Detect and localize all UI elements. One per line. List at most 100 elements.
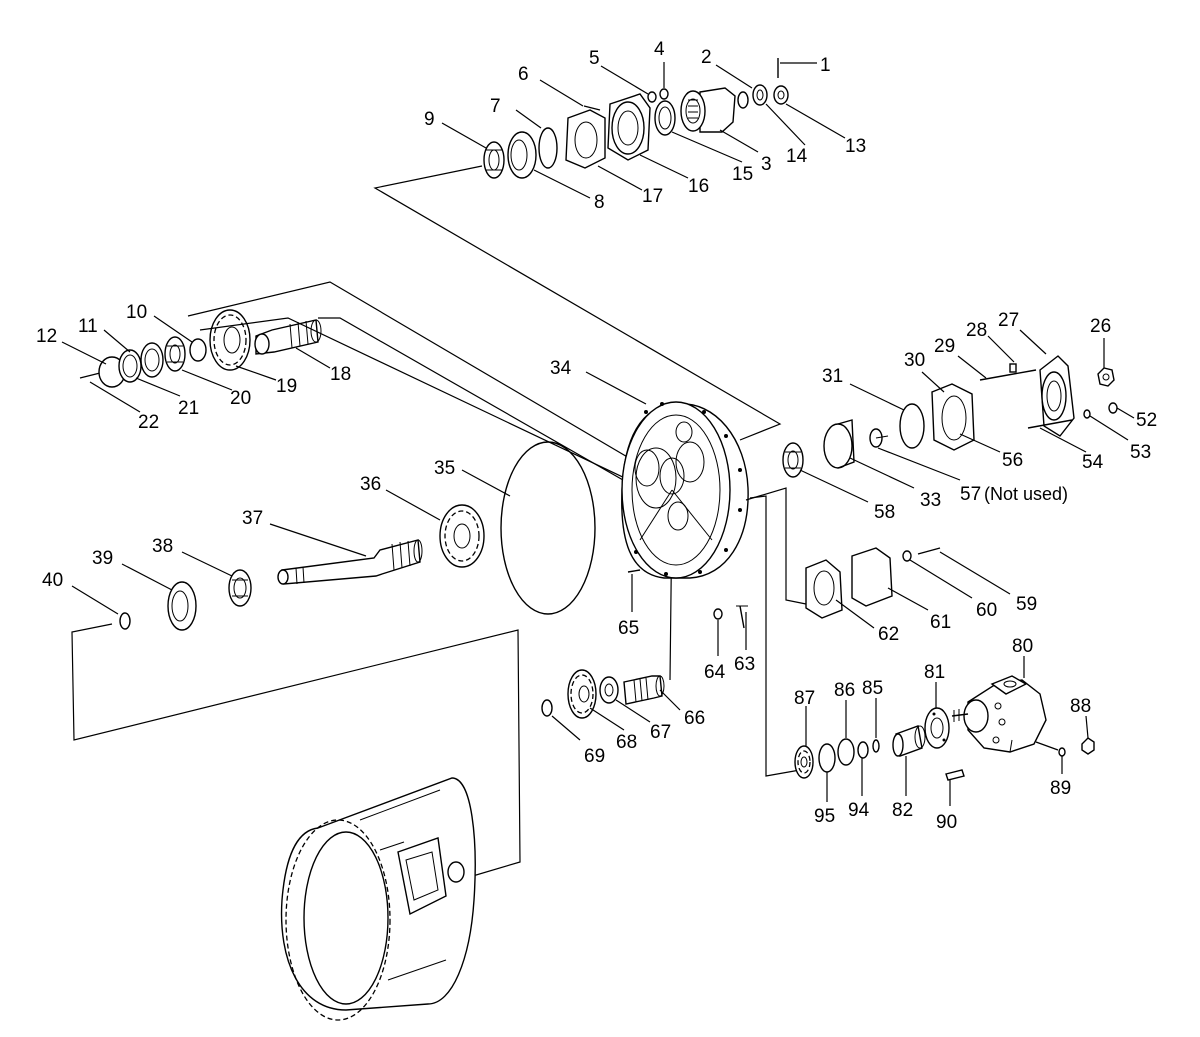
callout-19: 19 [276,376,297,397]
callout-53: 53 [1130,442,1151,463]
callout-65: 65 [618,618,639,639]
callout-14: 14 [786,146,808,167]
part-6-bolt [583,105,601,111]
callout-66: 66 [684,708,705,729]
callout-12: 12 [36,326,57,347]
part-39-cup [167,581,197,631]
part-40-snap-ring [119,612,131,630]
callout-40: 40 [42,570,63,591]
part-69-snap-ring [541,699,553,717]
callout-86: 86 [834,680,855,701]
callout-60: 60 [976,600,997,621]
callout-27: 27 [998,310,1019,331]
callout-31: 31 [822,366,843,387]
assembly-frame-line-right-low [749,495,801,777]
callout-59: 59 [1016,594,1037,615]
callout-30: 30 [904,350,925,371]
part-56-gasket [931,383,975,451]
part-64-washer [713,608,723,620]
part-20-cone [164,336,186,372]
callout-89: 89 [1050,778,1071,799]
part-33-cup [823,419,855,469]
part-88-nut [1081,737,1095,755]
part-82-coupling [892,725,926,757]
part-28-plug [1009,363,1017,373]
part-31-oring [899,403,925,449]
part-67-bearing [599,676,619,704]
callout-18: 18 [330,364,351,385]
callout-26: 26 [1090,316,1111,337]
callout-3: 3 [761,154,772,175]
callout-labels: 1 2 3 4 5 6 7 8 9 10 11 12 13 14 15 16 1… [36,39,1157,833]
callout-10: 10 [126,302,147,323]
part-16-cover [607,93,651,161]
part-37-shaft [277,539,423,585]
callout-37: 37 [242,508,263,529]
callout-90: 90 [936,812,957,833]
callout-57: 57 [960,484,981,505]
callout-52: 52 [1136,410,1157,431]
part-85-oring [872,739,880,753]
part-94-oring [857,741,869,759]
callout-33: 33 [920,490,941,511]
callout-21: 21 [178,398,199,419]
callout-95: 95 [814,806,835,827]
callout-68: 68 [616,732,637,753]
part-57-seal [869,428,889,448]
callout-11: 11 [78,316,98,337]
callout-17: 17 [642,186,663,207]
callout-29: 29 [934,336,955,357]
part-8-bearing-cup [507,131,537,179]
callout-85: 85 [862,678,883,699]
callout-34: 34 [550,358,572,379]
part-29-stud [979,369,1037,381]
callout-56: 56 [1002,450,1023,471]
part-87-bearing [794,745,814,779]
callout-82: 82 [892,800,913,821]
callout-54: 54 [1082,452,1104,473]
callout-8: 8 [594,192,605,213]
part-52-washer [1108,402,1118,414]
callout-58: 58 [874,502,895,523]
part-18-shaft [254,319,322,355]
callout-15: 15 [732,164,753,185]
right-upper-assembly [782,329,1135,503]
part-86-seal [837,738,855,766]
part-59-bolt [917,547,941,555]
assembly-frame-line-top [373,165,782,441]
part-27-cover [1039,355,1075,437]
callout-5: 5 [589,48,600,69]
top-assembly [441,58,846,199]
part-35-oring [500,441,596,615]
part-15-seal [654,100,676,136]
part-7-oring [538,127,558,169]
part-63-bolt [736,605,748,629]
callout-39: 39 [92,548,113,569]
part-95-ring [818,743,836,773]
part-58-cone [782,442,804,478]
callout-1: 1 [820,55,831,76]
bottom-housing [280,777,476,1021]
part-26-nut [1097,367,1115,387]
part-66-shaft [623,675,665,705]
callout-88: 88 [1070,696,1091,717]
assembly-frame-line-bottom [71,623,521,879]
part-9-bearing-cone [483,141,505,179]
part-3-yoke [680,87,736,133]
part-65-pin [627,569,641,573]
callout-64: 64 [704,662,726,683]
callout-36: 36 [360,474,381,495]
callout-7: 7 [490,96,501,117]
callout-20: 20 [230,388,251,409]
part-80-pump-body [951,675,1047,753]
part-61-cover [851,547,893,607]
callout-61: 61 [930,612,951,633]
part-13-nut [773,85,789,105]
assembly-frame-line-shaft-66 [318,317,673,681]
callout-80: 80 [1012,636,1033,657]
callout-28: 28 [966,320,987,341]
not-used-note: (Not used) [984,484,1068,504]
assembly-frame-line-shaft-18 [199,317,651,491]
part-19-gear [209,309,251,371]
